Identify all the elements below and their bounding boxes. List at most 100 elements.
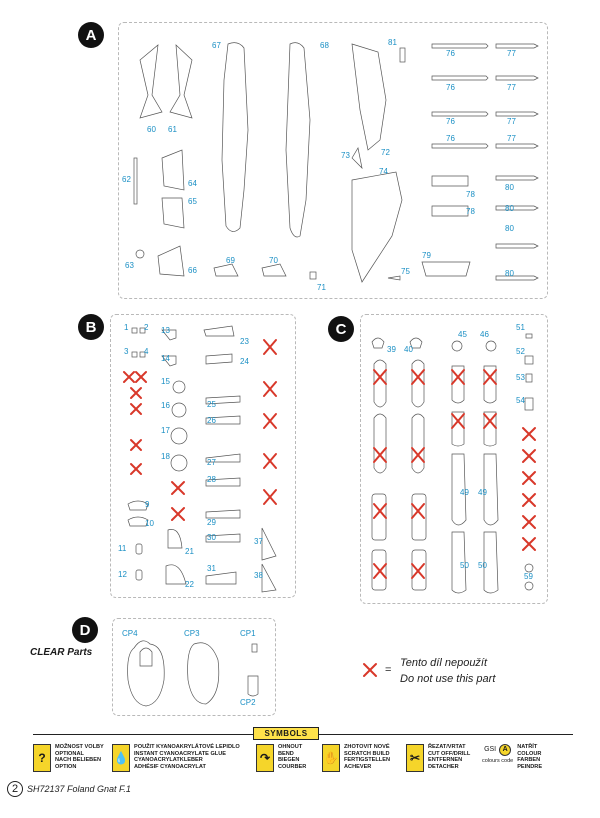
part-number: 81 <box>388 38 397 47</box>
part-number: 52 <box>516 347 525 356</box>
part-number: 27 <box>207 458 216 467</box>
part-number: 76 <box>446 134 455 143</box>
part-number: 77 <box>507 134 516 143</box>
part-number: 9 <box>145 500 150 509</box>
part-number: 28 <box>207 475 216 484</box>
part-number: 31 <box>207 564 216 573</box>
part-number: 78 <box>466 207 475 216</box>
symbol-bend: ↷ OHNOUT BEND BIEGEN COURBER <box>256 744 306 780</box>
part-number: 72 <box>381 148 390 157</box>
part-number: 40 <box>404 345 413 354</box>
part-number: 50 <box>478 561 487 570</box>
part-number: 2 <box>144 323 149 332</box>
part-number: 18 <box>161 452 170 461</box>
part-number: 25 <box>207 400 216 409</box>
part-number: 66 <box>188 266 197 275</box>
part-number: CP2 <box>240 698 256 707</box>
colours-code-label: colours code <box>482 758 514 764</box>
sprue-c-label: C <box>328 316 354 342</box>
part-number: 37 <box>254 537 263 546</box>
symbol-optional: ? MOŽNOST VOLBY OPTIONAL NACH BELIEBEN O… <box>33 744 104 780</box>
part-number: 63 <box>125 261 134 270</box>
colour-a-icon: A <box>499 744 512 756</box>
part-number: 30 <box>207 533 216 542</box>
sprue-b-label: B <box>78 314 104 340</box>
part-number: CP4 <box>122 629 138 638</box>
part-number: 80 <box>505 224 514 233</box>
part-number: 77 <box>507 49 516 58</box>
part-number: 75 <box>401 267 410 276</box>
part-number: 10 <box>145 519 154 528</box>
part-number: 24 <box>240 357 249 366</box>
part-number: 11 <box>118 544 127 553</box>
document-title: SH72137 Foland Gnat F.1 <box>27 784 131 794</box>
part-number: 1 <box>124 323 129 332</box>
glue-drop-icon: 💧 <box>112 744 130 772</box>
part-number: 39 <box>387 345 396 354</box>
part-number: 51 <box>516 323 525 332</box>
part-number: 29 <box>207 518 216 527</box>
symbol-scratch-build: ✋ ZHOTOVIT NOVÉ SCRATCH BUILD FERTIGSTEL… <box>322 744 390 780</box>
symbols-title: SYMBOLS <box>253 727 319 740</box>
part-number: 59 <box>524 572 533 581</box>
part-number: 4 <box>144 347 149 356</box>
part-number: 69 <box>226 256 235 265</box>
part-number: 13 <box>161 326 170 335</box>
part-number: 23 <box>240 337 249 346</box>
page-number: 2 <box>7 781 23 797</box>
gsi-colours-code: GSI A colours code <box>482 744 513 764</box>
part-number: 76 <box>446 49 455 58</box>
legend-english: Do not use this part <box>400 673 496 685</box>
part-number: 49 <box>460 488 469 497</box>
part-number: CP3 <box>184 629 200 638</box>
bend-icon: ↷ <box>256 744 274 772</box>
part-number: 62 <box>122 175 131 184</box>
symbol-glue: 💧 POUŽIT KYANOAKRYLÁTOVÉ LEPIDLO INSTANT… <box>112 744 240 780</box>
symbol-cut: ✂ ŘEZAT/VRTAT CUT OFF/DRILL ENTFERNEN DE… <box>406 744 470 780</box>
part-number: 78 <box>466 190 475 199</box>
part-number: 45 <box>458 330 467 339</box>
part-number: 80 <box>505 183 514 192</box>
part-number: 46 <box>480 330 489 339</box>
part-number: 73 <box>341 151 350 160</box>
sprue-a-label: A <box>78 22 104 48</box>
part-number: 3 <box>124 347 129 356</box>
gsi-label: GSI <box>484 746 497 753</box>
part-number: 77 <box>507 83 516 92</box>
legend-equals: = <box>385 664 392 676</box>
question-icon: ? <box>33 744 51 772</box>
part-number: 38 <box>254 571 263 580</box>
part-number: 80 <box>505 269 514 278</box>
part-number: 70 <box>269 256 278 265</box>
part-number: 76 <box>446 83 455 92</box>
part-number: 68 <box>320 41 329 50</box>
hand-icon: ✋ <box>322 744 340 772</box>
part-number: 17 <box>161 426 170 435</box>
part-number: 67 <box>212 41 221 50</box>
clear-parts-label: CLEAR Parts <box>30 647 93 658</box>
part-number: 76 <box>446 117 455 126</box>
part-number: CP1 <box>240 629 256 638</box>
part-number: 80 <box>505 204 514 213</box>
part-number: 16 <box>161 401 170 410</box>
part-number: 64 <box>188 179 197 188</box>
part-number: 65 <box>188 197 197 206</box>
part-number: 79 <box>422 251 431 260</box>
part-number: 71 <box>317 283 326 292</box>
part-number: 15 <box>161 377 170 386</box>
part-number: 53 <box>516 373 525 382</box>
part-number: 60 <box>147 125 156 134</box>
knife-icon: ✂ <box>406 744 424 772</box>
part-number: 54 <box>516 396 525 405</box>
part-number: 77 <box>507 117 516 126</box>
part-number: 49 <box>478 488 487 497</box>
symbol-colour: GSI A colours code NATŘÍT COLOUR FARBEN … <box>482 744 543 770</box>
part-number: 21 <box>185 547 194 556</box>
red-cross-icon <box>363 663 377 677</box>
legend-czech: Tento díl nepoužít <box>400 657 488 669</box>
part-number: 12 <box>118 570 127 579</box>
